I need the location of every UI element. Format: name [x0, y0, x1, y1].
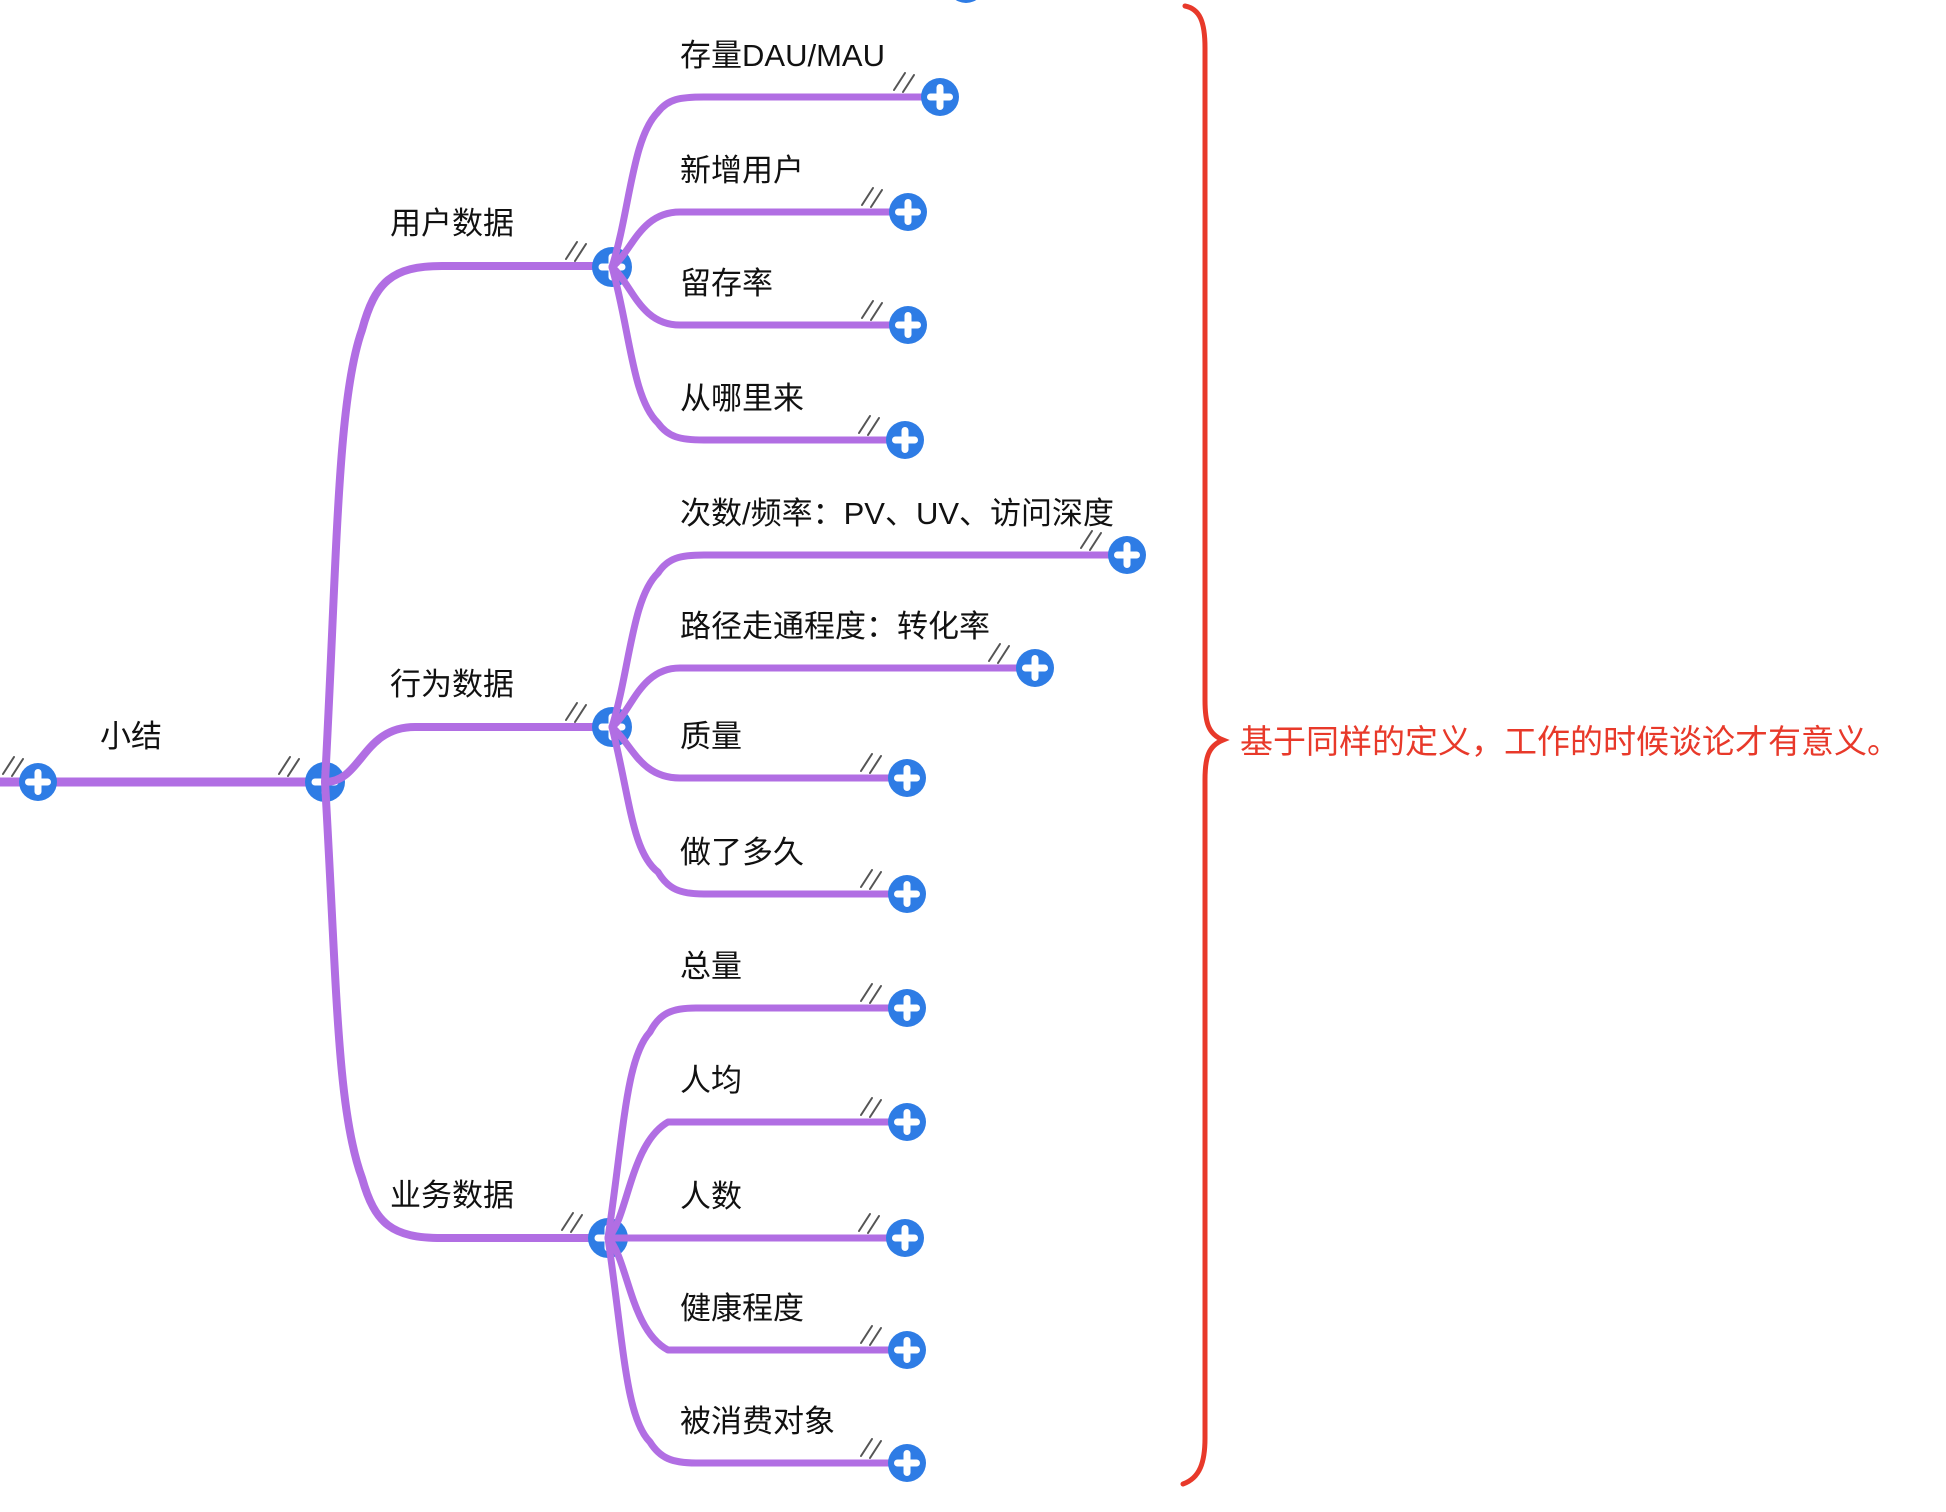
double-slash-edit-icon — [565, 702, 587, 723]
double-slash-edit-icon — [561, 1212, 583, 1233]
double-slash-edit-icon — [565, 241, 587, 262]
topic-label[interactable]: 做了多久 — [680, 835, 804, 870]
topic-label[interactable]: 总量 — [680, 949, 742, 984]
branch-line — [604, 1234, 911, 1467]
double-slash-edit-icon — [860, 1438, 882, 1459]
summary-group: 基于同样的定义，工作的时候谈论才有意义。 — [1180, 3, 1900, 1487]
add-subtopic-button[interactable] — [888, 875, 926, 913]
branch-line — [604, 1004, 911, 1242]
topic-label[interactable]: 新增用户 — [680, 153, 804, 188]
topic-label-root[interactable]: 小结 — [100, 719, 162, 754]
add-subtopic-button[interactable] — [1108, 536, 1146, 574]
add-subtopic-button[interactable] — [921, 78, 959, 116]
double-slash-edit-icon — [861, 187, 883, 208]
add-subtopic-button[interactable] — [888, 989, 926, 1027]
branch-user-data: 用户数据 存量DAU/MAU 新增用户 留存率 — [321, 38, 959, 786]
topic-label[interactable]: 人数 — [680, 1179, 742, 1214]
branch-line — [608, 551, 1131, 731]
branch-line — [321, 723, 616, 786]
double-slash-edit-icon — [988, 643, 1010, 664]
topic-label[interactable]: 健康程度 — [680, 1291, 804, 1326]
add-subtopic-button[interactable] — [888, 1103, 926, 1141]
topic-label[interactable]: 业务数据 — [390, 1178, 514, 1213]
topic-label[interactable]: 用户数据 — [390, 206, 514, 241]
branch-line — [604, 1118, 911, 1242]
topic-label[interactable]: 留存率 — [680, 266, 773, 301]
double-slash-edit-icon — [860, 869, 882, 890]
topic-label[interactable]: 人均 — [680, 1063, 742, 1098]
double-slash-edit-icon — [860, 753, 882, 774]
branch-behavior-data: 行为数据 次数/频率：PV、UV、访问深度 路径走通程度：转化率 — [321, 496, 1146, 913]
topic-label[interactable]: 被消费对象 — [680, 1404, 835, 1439]
summary-brace — [1180, 3, 1230, 1487]
branch-line — [608, 263, 912, 329]
double-slash-edit-icon — [1080, 530, 1102, 551]
branch-line — [608, 664, 1039, 731]
branch-business-data: 业务数据 总量 人均 人数 — [321, 778, 926, 1482]
add-subtopic-button[interactable] — [888, 1331, 926, 1369]
add-subtopic-button[interactable] — [888, 759, 926, 797]
topic-label[interactable]: 路径走通程度：转化率 — [680, 609, 990, 644]
topic-label[interactable]: 从哪里来 — [680, 381, 804, 416]
double-slash-edit-icon — [860, 983, 882, 1004]
branch-line — [608, 93, 944, 271]
add-subtopic-button[interactable] — [1016, 649, 1054, 687]
root-topic: 小结 — [0, 719, 345, 802]
branch-line — [608, 208, 912, 271]
add-subtopic-button[interactable] — [886, 421, 924, 459]
double-slash-edit-icon — [2, 756, 24, 777]
add-subtopic-button[interactable] — [889, 306, 927, 344]
branch-line — [321, 778, 612, 1242]
double-slash-edit-icon — [893, 72, 915, 93]
topic-label[interactable]: 行为数据 — [390, 667, 514, 702]
add-subtopic-button[interactable] — [889, 193, 927, 231]
topic-label[interactable]: 质量 — [680, 719, 742, 754]
double-slash-edit-icon — [861, 300, 883, 321]
branch-line — [321, 262, 616, 786]
branch-line — [608, 263, 909, 444]
branch-line — [604, 1234, 911, 1354]
branch-line — [608, 723, 911, 782]
add-subtopic-button-clipped[interactable] — [947, 0, 985, 3]
double-slash-edit-icon — [860, 1325, 882, 1346]
double-slash-edit-icon — [278, 756, 300, 777]
topic-label[interactable]: 存量DAU/MAU — [680, 38, 885, 73]
branch-line — [608, 723, 911, 898]
add-subtopic-button[interactable] — [888, 1444, 926, 1482]
double-slash-edit-icon — [858, 415, 880, 436]
summary-text[interactable]: 基于同样的定义，工作的时候谈论才有意义。 — [1240, 723, 1900, 760]
plus-icon — [955, 0, 977, 3]
double-slash-edit-icon — [858, 1213, 880, 1234]
add-topic-button[interactable] — [19, 763, 57, 801]
topic-label[interactable]: 次数/频率：PV、UV、访问深度 — [680, 496, 1114, 531]
add-subtopic-button[interactable] — [886, 1219, 924, 1257]
double-slash-edit-icon — [860, 1097, 882, 1118]
